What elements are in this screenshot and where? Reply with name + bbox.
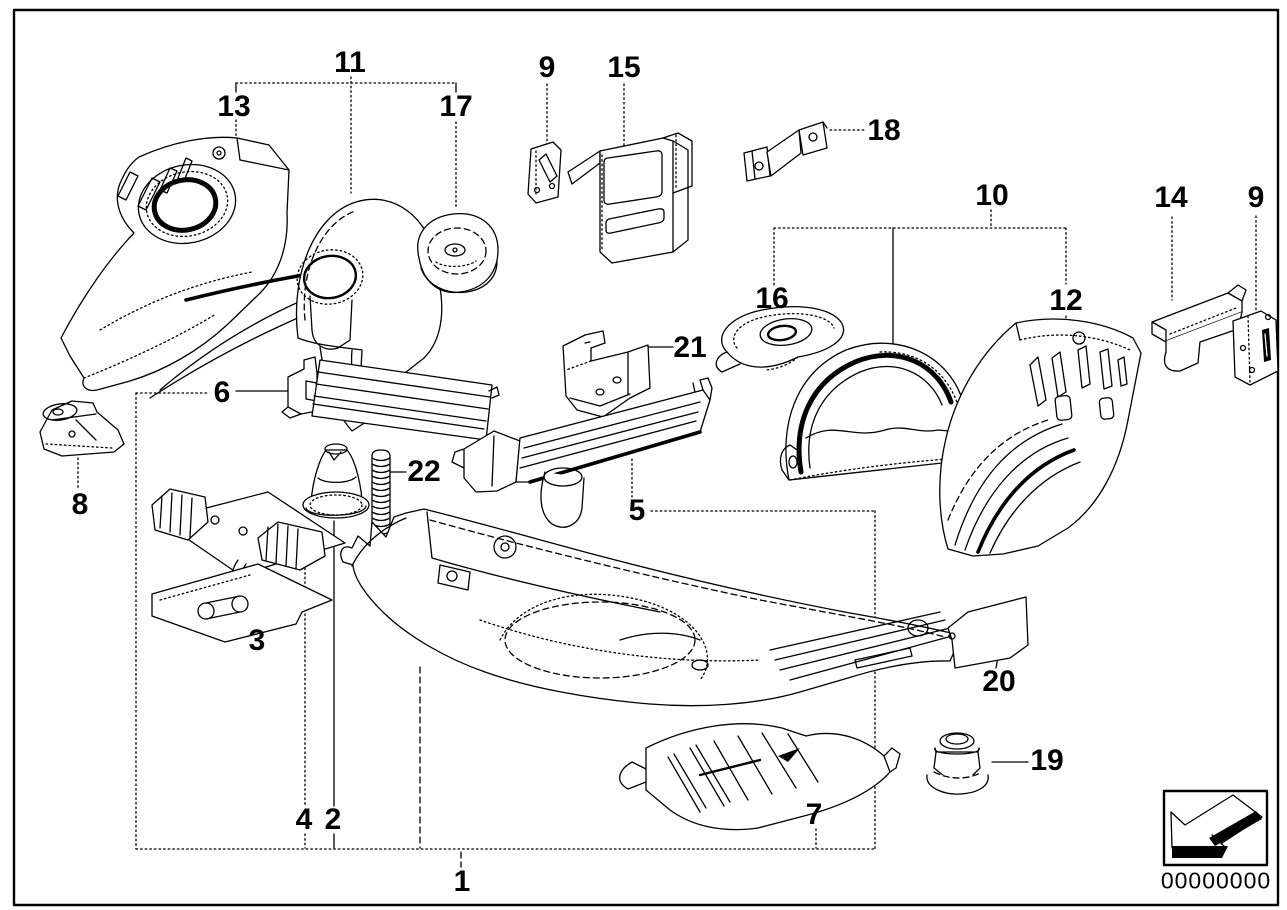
- callout-11[interactable]: 11: [334, 46, 366, 79]
- callout-22[interactable]: 22: [407, 455, 441, 488]
- part-3-drawing: [151, 488, 346, 643]
- callout-21[interactable]: 21: [673, 331, 707, 364]
- page-border: [12, 8, 1280, 907]
- callout-6[interactable]: 6: [213, 376, 231, 409]
- callout-13[interactable]: 13: [217, 90, 251, 123]
- part-7-drawing: [619, 723, 901, 831]
- callout-5[interactable]: 5: [628, 494, 646, 527]
- part-13-drawing: [60, 136, 290, 392]
- part-8-drawing: [39, 400, 125, 457]
- callout-2[interactable]: 2: [324, 803, 342, 836]
- part-12-drawing: [939, 318, 1142, 557]
- part-18-drawing: [743, 121, 828, 182]
- part-2-drawing: [302, 443, 370, 519]
- callout-20[interactable]: 20: [982, 665, 1016, 698]
- callout-3[interactable]: 3: [248, 624, 266, 657]
- part-5-drawing: [451, 377, 713, 528]
- callout-4[interactable]: 4: [295, 803, 313, 836]
- callout-9-right[interactable]: 9: [1247, 181, 1265, 214]
- callout-19[interactable]: 19: [1030, 744, 1064, 777]
- callout-9-left[interactable]: 9: [538, 51, 556, 84]
- part-11-drawing: [149, 198, 443, 432]
- callout-18[interactable]: 18: [867, 114, 901, 147]
- callout-17[interactable]: 17: [439, 90, 473, 123]
- part-15-drawing: [567, 132, 693, 264]
- diagram-code: 00000000: [1160, 867, 1272, 894]
- direction-arrow-icon: [1162, 789, 1269, 867]
- part-20-drawing: [947, 596, 1029, 669]
- part-21-drawing: [562, 330, 651, 418]
- callout-1[interactable]: 1: [453, 865, 471, 898]
- callout-12[interactable]: 12: [1049, 284, 1083, 317]
- callout-8[interactable]: 8: [71, 488, 89, 521]
- callout-7[interactable]: 7: [805, 798, 823, 831]
- part-6-drawing: [281, 356, 500, 441]
- part-10-drawing: [779, 342, 971, 481]
- part-1-drawing: [340, 508, 960, 707]
- callout-lines: [77, 76, 1257, 868]
- callout-16[interactable]: 16: [755, 282, 789, 315]
- callout-10[interactable]: 10: [975, 179, 1009, 212]
- part-16-drawing: [715, 306, 845, 373]
- callout-14[interactable]: 14: [1154, 181, 1188, 214]
- part-9-left-drawing: [527, 141, 562, 204]
- part-17-drawing: [417, 213, 499, 294]
- part-9-right-drawing: [1232, 310, 1279, 386]
- part-14-drawing: [1151, 284, 1247, 372]
- part-22-drawing: [371, 449, 391, 535]
- part-19-drawing: [926, 732, 989, 795]
- callout-15[interactable]: 15: [607, 51, 641, 84]
